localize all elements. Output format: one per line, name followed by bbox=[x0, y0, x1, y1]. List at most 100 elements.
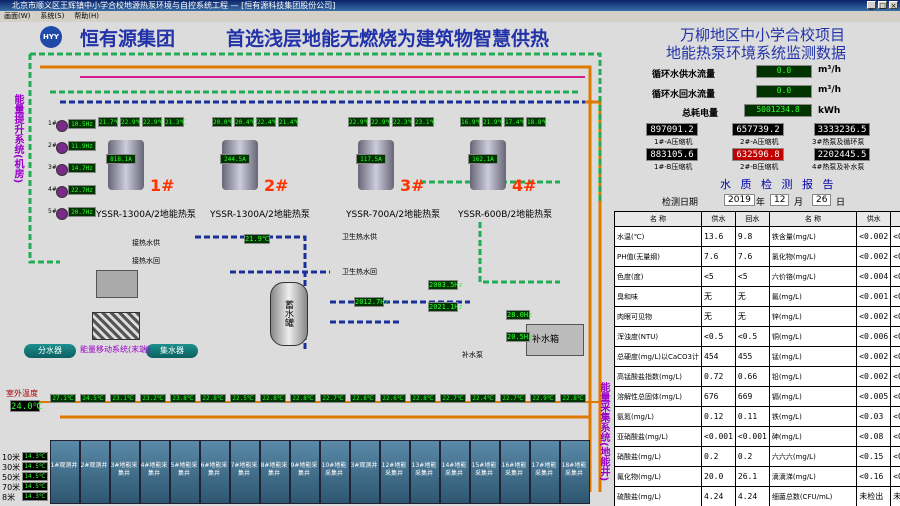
geothermal-well[interactable] bbox=[350, 440, 380, 504]
meter-3-label: 3#热泵及循环泵 bbox=[812, 138, 865, 146]
param-value: 454 bbox=[701, 346, 736, 367]
report-year[interactable]: 2019 bbox=[724, 194, 755, 206]
maximize-button[interactable]: □ bbox=[878, 1, 887, 10]
geothermal-well[interactable] bbox=[110, 440, 140, 504]
param-name: 色度(度) bbox=[613, 266, 703, 287]
param-value: <0.15 bbox=[856, 446, 892, 467]
geothermal-well[interactable] bbox=[530, 440, 560, 504]
table-row: 高锰酸盐指数(mg/L)0.720.66铅(mg/L)<0.002<0.002 bbox=[613, 366, 900, 387]
param-name: 锌(mg/L) bbox=[768, 306, 858, 327]
param-value: 0.72 bbox=[701, 366, 736, 387]
meter-3-value: 3333236.5 bbox=[814, 123, 870, 136]
param-name: 铅(mg/L) bbox=[768, 366, 858, 387]
param-name: 硝酸盐(mg/L) bbox=[613, 446, 703, 467]
param-value: <0.004 bbox=[890, 266, 900, 287]
heat-pump-temp: 21.7℃ bbox=[98, 117, 121, 127]
param-value: <0.08 bbox=[856, 426, 892, 447]
circulation-pump-icon[interactable] bbox=[56, 120, 68, 132]
well-temp: 23.2℃ bbox=[140, 394, 166, 403]
heat-pump-unit[interactable] bbox=[108, 140, 144, 190]
well-temp: 22.8℃ bbox=[290, 394, 316, 403]
col-supply-1: 供水 bbox=[701, 211, 736, 227]
scada-canvas: HYY 恒有源集团 首选浅层地能无燃烧为建筑物智慧供热 万柳地区中小学合校项目 … bbox=[0, 22, 900, 506]
geothermal-well[interactable] bbox=[260, 440, 290, 504]
circulation-pump-icon[interactable] bbox=[56, 164, 68, 176]
geothermal-well[interactable] bbox=[560, 440, 590, 504]
geothermal-well[interactable] bbox=[140, 440, 170, 504]
load-return-label: 接热水回 bbox=[132, 257, 160, 265]
circulation-pump-icon[interactable] bbox=[56, 142, 68, 154]
well-temp: 22.4℃ bbox=[470, 394, 496, 403]
geothermal-well[interactable] bbox=[50, 440, 80, 504]
param-value: <0.005 bbox=[890, 386, 900, 407]
depth-temp: 14.3℃ bbox=[22, 492, 48, 501]
param-value: <0.16 bbox=[890, 466, 900, 487]
geothermal-well[interactable] bbox=[290, 440, 320, 504]
geothermal-well[interactable] bbox=[380, 440, 410, 504]
meter-1a-label: 1#-A压缩机 bbox=[654, 138, 693, 146]
heat-pump-unit[interactable] bbox=[358, 140, 394, 190]
geothermal-well[interactable] bbox=[440, 440, 470, 504]
param-value: <0.002 bbox=[856, 346, 892, 367]
minimize-button[interactable]: _ bbox=[867, 1, 876, 10]
geothermal-well[interactable] bbox=[470, 440, 500, 504]
param-value: 669 bbox=[734, 386, 770, 407]
geothermal-well[interactable] bbox=[320, 440, 350, 504]
project-subtitle: 地能热泵环境系统监测数据 bbox=[666, 44, 847, 62]
menu-item-help[interactable]: 帮助(H) bbox=[74, 12, 100, 20]
well-temp: 27.1℃ bbox=[50, 394, 76, 403]
window-title: 北京市顺义区王辉镇中小学合校地源热泵环境与自控系统工程 — [恒有源科技集团股份… bbox=[12, 1, 336, 10]
menu-item-screen[interactable]: 画面(W) bbox=[4, 12, 31, 20]
param-name: 砷(mg/L) bbox=[768, 426, 858, 447]
heat-pump-unit[interactable] bbox=[470, 140, 506, 190]
menu-item-system[interactable]: 系统(S) bbox=[40, 12, 65, 20]
heat-pump-current: 244.5A bbox=[220, 154, 250, 164]
geothermal-well[interactable] bbox=[170, 440, 200, 504]
geothermal-well[interactable] bbox=[500, 440, 530, 504]
well-name: 2#观测井 bbox=[80, 462, 108, 469]
geothermal-well[interactable] bbox=[410, 440, 440, 504]
geothermal-well[interactable] bbox=[230, 440, 260, 504]
well-name: 4#地能采集井 bbox=[140, 462, 168, 477]
water-quality-table: 名 称 供水 回水 名 称 供水 回水 水温(℃)13.69.8铁含量(mg/L… bbox=[613, 211, 900, 506]
circulation-pump-icon[interactable] bbox=[56, 208, 68, 220]
power-label: 总耗电量 bbox=[682, 109, 719, 119]
depth-temp: 14.5℃ bbox=[22, 462, 48, 471]
meter-1a-value: 897091.2 bbox=[646, 123, 698, 136]
param-name: 六六六(mg/L) bbox=[768, 446, 858, 467]
param-value: <0.006 bbox=[890, 326, 900, 347]
well-temp: 22.7℃ bbox=[440, 394, 466, 403]
hz-reading-3: 2021.1Hz bbox=[428, 302, 463, 312]
param-value: 未检出 bbox=[890, 486, 900, 506]
geothermal-well[interactable] bbox=[200, 440, 230, 504]
col-supply-2: 供水 bbox=[856, 211, 892, 227]
param-value: 0.2 bbox=[701, 446, 736, 467]
param-value: 无 bbox=[701, 306, 736, 327]
depth-label: 10米 bbox=[2, 453, 21, 462]
slogan: 首选浅层地能无燃烧为建筑物智慧供热 bbox=[226, 28, 550, 50]
supply-flow-label: 循环水供水流量 bbox=[652, 70, 716, 80]
depth-temp: 14.5℃ bbox=[22, 482, 48, 491]
dhw-supply-label: 卫生热水供 bbox=[342, 233, 377, 241]
param-value: <0.002 bbox=[856, 306, 892, 327]
well-temp: 22.8℃ bbox=[410, 394, 436, 403]
param-value: <0.03 bbox=[890, 406, 900, 427]
param-value: <0.001 bbox=[701, 426, 736, 447]
report-day[interactable]: 26 bbox=[812, 194, 832, 206]
meter-1b-label: 1#-B压缩机 bbox=[654, 163, 693, 171]
heat-pump-number: 1# bbox=[150, 176, 175, 195]
report-month[interactable]: 12 bbox=[770, 194, 790, 206]
geothermal-well[interactable] bbox=[80, 440, 110, 504]
circulation-pump-icon[interactable] bbox=[56, 186, 68, 198]
heat-pump-temp: 22.4℃ bbox=[256, 117, 279, 127]
heat-pump-current: 818.1A bbox=[106, 154, 136, 164]
param-value: <0.002 bbox=[890, 226, 900, 247]
return-flow-value: 0.0 bbox=[756, 85, 812, 98]
table-row: 总硬度(mg/L)以CaCO3计454455锰(mg/L)<0.002<0.00… bbox=[613, 346, 900, 367]
load-supply-temp: 21.9℃ bbox=[244, 234, 270, 244]
close-button[interactable]: × bbox=[889, 1, 898, 10]
heat-pump-unit[interactable] bbox=[222, 140, 258, 190]
